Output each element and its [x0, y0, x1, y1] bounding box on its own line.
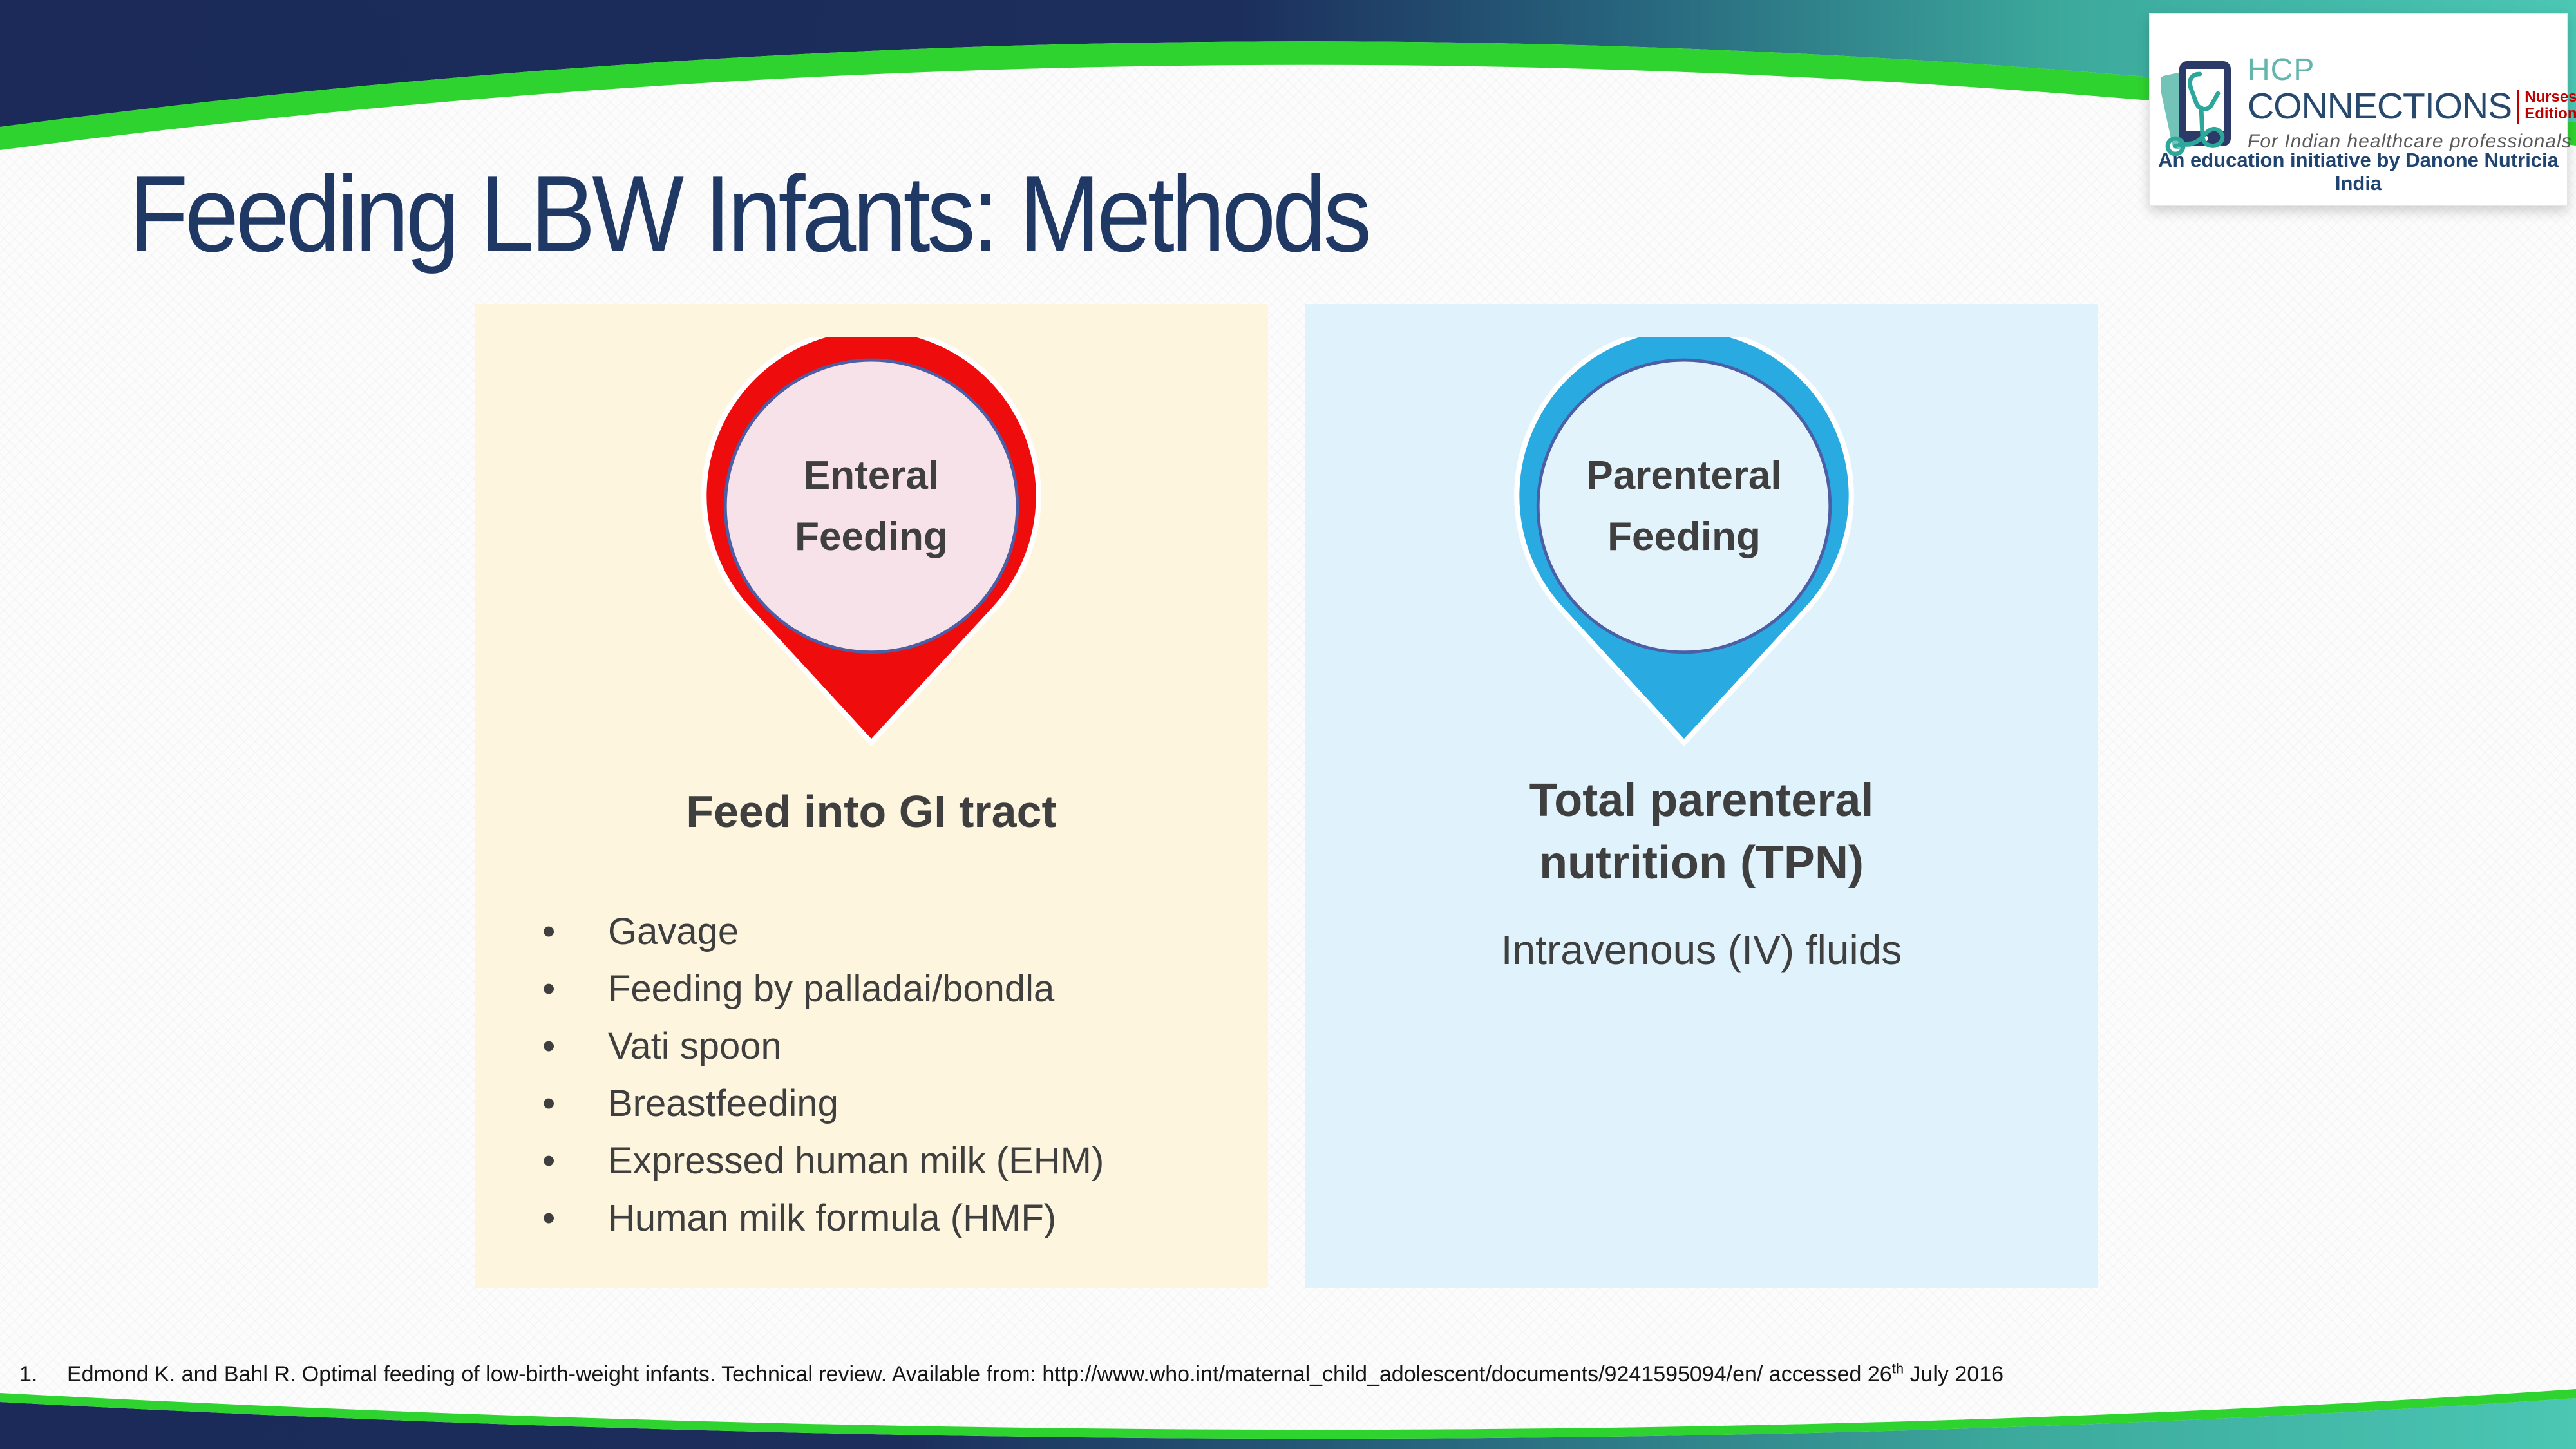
footnote-number: 1.: [19, 1362, 38, 1387]
logo-initiative-text: An education initiative by Danone Nutric…: [2158, 149, 2559, 194]
enteral-label-line2: Feeding: [795, 515, 948, 559]
logo-edition-line2: Edition: [2524, 105, 2576, 122]
logo-red-divider: [2517, 90, 2520, 124]
footnote-superscript: th: [1891, 1360, 1904, 1377]
list-item-text: Gavage: [608, 911, 739, 952]
bottom-band-green-stripe: [0, 1389, 2576, 1439]
top-band-green-stripe: [0, 41, 2576, 150]
parenteral-pin-label: Parenteral Feeding: [1287, 442, 2081, 571]
hcp-connections-logo: HCP CONNECTIONS Nurses’ Edition For Indi…: [2149, 13, 2576, 206]
parenteral-pin-shape: [1514, 337, 1854, 747]
parenteral-pin-inner-circle: [1536, 358, 1832, 654]
list-item-text: Feeding by palladai/bondla: [608, 968, 1055, 1010]
footnote-text-tail: July 2016: [1904, 1362, 2004, 1387]
parenteral-subtext: Intravenous (IV) fluids: [1501, 927, 1902, 973]
list-item-text: Breastfeeding: [608, 1083, 838, 1124]
logo-wordmark: HCP CONNECTIONS Nurses’ Edition For Indi…: [2248, 53, 2576, 153]
list-item: Gavage: [542, 903, 1104, 960]
enteral-feeding-panel: Enteral Feeding Feed into GI tract Gavag…: [475, 304, 1268, 1288]
list-item: Feeding by palladai/bondla: [542, 960, 1104, 1018]
list-item: Vati spoon: [542, 1018, 1104, 1075]
page-title: Feeding LBW Infants: Methods: [129, 153, 1372, 274]
parenteral-label-line2: Feeding: [1607, 515, 1761, 559]
enteral-heading: Feed into GI tract: [686, 786, 1057, 837]
parenteral-feeding-panel: Parenteral Feeding Total parenteral nutr…: [1305, 304, 2098, 1288]
list-item-text: Human milk formula (HMF): [608, 1197, 1057, 1239]
list-item: Breastfeeding: [542, 1075, 1104, 1132]
tablet-stethoscope-icon: [2161, 61, 2231, 156]
enteral-methods-list: Gavage Feeding by palladai/bondla Vati s…: [475, 903, 1104, 1247]
logo-tagline: For Indian healthcare professionals: [2248, 131, 2572, 152]
list-item: Human milk formula (HMF): [542, 1189, 1104, 1247]
enteral-pin-label: Enteral Feeding: [475, 442, 1268, 571]
bottom-band-shape: [0, 1398, 2576, 1449]
enteral-pin-inner-circle: [723, 358, 1019, 654]
enteral-label-line1: Enteral: [803, 453, 940, 498]
footnote-text-main: Edmond K. and Bahl R. Optimal feeding of…: [67, 1362, 1892, 1387]
parenteral-heading-line1: Total parenteral: [1529, 775, 1874, 826]
reference-footnote: 1. Edmond K. and Bahl R. Optimal feeding…: [19, 1360, 2557, 1388]
enteral-pin-shape: [701, 337, 1041, 747]
logo-connections-text: CONNECTIONS: [2248, 86, 2512, 127]
top-banner-swoosh: [0, 0, 2576, 150]
parenteral-label-line1: Parenteral: [1586, 453, 1782, 498]
top-band-shape: [0, 0, 2576, 127]
logo-hcp-text: HCP: [2248, 53, 2315, 87]
bottom-banner-swoosh: [0, 1389, 2576, 1449]
list-item-text: Vati spoon: [608, 1025, 782, 1067]
footnote-text: Edmond K. and Bahl R. Optimal feeding of…: [67, 1360, 2003, 1388]
list-item: Expressed human milk (EHM): [542, 1132, 1104, 1189]
parenteral-heading: Total parenteral nutrition (TPN): [1305, 770, 2098, 895]
logo-edition-line1: Nurses’: [2524, 88, 2576, 106]
parenteral-heading-line2: nutrition (TPN): [1539, 837, 1864, 889]
list-item-text: Expressed human milk (EHM): [608, 1140, 1104, 1182]
logo-edition-text: Nurses’ Edition: [2524, 87, 2576, 122]
